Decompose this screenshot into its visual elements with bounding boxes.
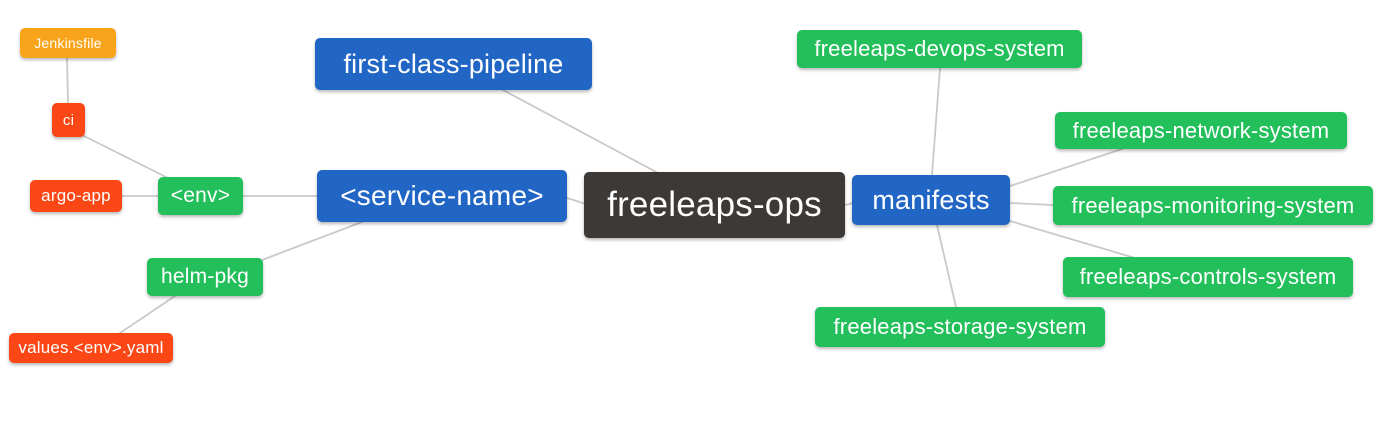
edge-manifests-to-freeleaps-devops-system [931,67,941,176]
node-freeleaps-controls-system[interactable]: freeleaps-controls-system [1063,257,1353,297]
node-freeleaps-storage-system[interactable]: freeleaps-storage-system [815,307,1105,347]
node-freeleaps-network-system[interactable]: freeleaps-network-system [1055,112,1347,149]
node-freeleaps-ops[interactable]: freeleaps-ops [584,172,845,238]
node-values-env-yaml[interactable]: values.<env>.yaml [9,333,173,363]
node-first-class-pipeline[interactable]: first-class-pipeline [315,38,592,90]
edge-manifests-to-freeleaps-controls-system [1009,220,1136,259]
node-freeleaps-monitoring-system[interactable]: freeleaps-monitoring-system [1053,186,1373,225]
node-helm-pkg[interactable]: helm-pkg [147,258,263,296]
node-manifests[interactable]: manifests [852,175,1010,225]
edge-manifests-to-freeleaps-storage-system [936,224,957,308]
node-ci[interactable]: ci [52,103,85,137]
edge-service-name-to-freeleaps-ops [566,197,587,205]
edge-manifests-to-freeleaps-monitoring-system [1009,202,1054,206]
edge-jenkinsfile-to-ci [66,57,69,105]
node-argo-app[interactable]: argo-app [30,180,122,212]
edge-values-env-yaml-to-helm-pkg [119,295,176,334]
node-env[interactable]: <env> [158,177,243,215]
edge-first-class-pipeline-to-freeleaps-ops [502,89,659,174]
node-freeleaps-devops-system[interactable]: freeleaps-devops-system [797,30,1082,68]
edge-helm-pkg-to-service-name [261,221,363,261]
node-jenkinsfile[interactable]: Jenkinsfile [20,28,116,58]
edge-manifests-to-freeleaps-network-system [1009,148,1123,187]
node-service-name[interactable]: <service-name> [317,170,567,222]
edge-ci-to-env [81,134,173,181]
edge-freeleaps-ops-to-manifests [844,202,854,206]
